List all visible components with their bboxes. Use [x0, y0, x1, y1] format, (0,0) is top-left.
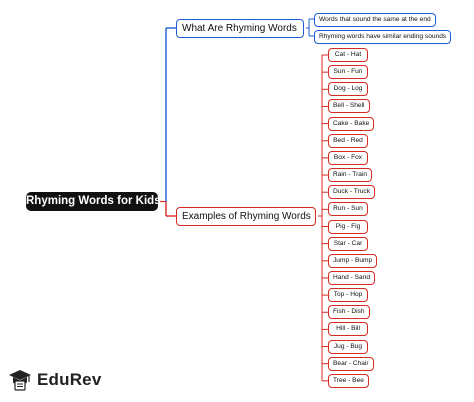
branch-node-examples: Examples of Rhyming Words — [176, 207, 316, 226]
leaf-node-example: Hill - Bill — [328, 322, 368, 337]
leaf-node-example: Hand - Sand — [328, 270, 376, 285]
leaf-node-example: Star - Car — [328, 236, 368, 251]
leaf-node-example: Box - Fox — [328, 150, 368, 165]
branch-node-definition: What Are Rhyming Words — [176, 19, 304, 38]
leaf-node-example: Jump - Bump — [328, 253, 378, 268]
leaf-node-example: Cake - Bake — [328, 116, 375, 131]
leaf-node-example: Rain - Train — [328, 168, 373, 182]
logo-text: EduRev — [37, 370, 102, 389]
leaf-node-example: Bell - Shell — [328, 99, 370, 114]
graduation-cap-icon — [9, 370, 31, 391]
leaf-node-example: Sun - Fun — [328, 65, 368, 80]
leaf-node-example: Bed - Red — [328, 133, 368, 148]
leaf-node-example: Jug - Bug — [328, 339, 368, 354]
leaf-node-example: Top - Hop — [328, 288, 368, 303]
leaf-node-example: Bear - Chair — [328, 356, 374, 371]
root-node: Rhyming Words for Kids — [26, 192, 161, 211]
leaf-node-definition: Words that sound the same at the end — [314, 13, 436, 27]
leaf-node-example: Tree - Bee — [328, 373, 369, 388]
leaf-node-example: Dog - Log — [328, 82, 368, 97]
leaf-node-definition: Rhyming words have similar ending sounds — [314, 30, 452, 44]
leaf-node-example: Pig - Fig — [328, 219, 368, 234]
leaf-node-example: Duck - Truck — [328, 185, 376, 200]
leaf-node-example: Cat - Hat — [328, 48, 368, 62]
leaf-node-example: Run - Sun — [328, 202, 368, 217]
edurev-logo: EduRev — [8, 367, 102, 393]
leaf-node-example: Fish - Dish — [328, 305, 370, 320]
